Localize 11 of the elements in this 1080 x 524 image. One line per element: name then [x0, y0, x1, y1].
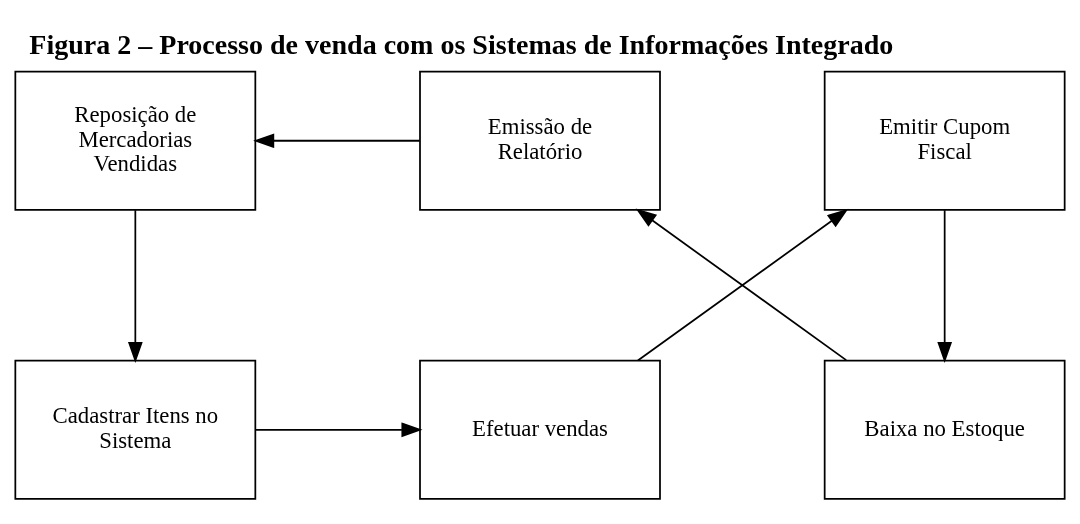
node-box: Reposição de Mercadorias Vendidas: [14, 70, 257, 211]
arrow: [253, 132, 421, 148]
node-box: Cadastrar Itens no Sistema: [14, 359, 257, 500]
arrow: [254, 421, 423, 437]
node-box: Emitir Cupom Fiscal: [823, 70, 1066, 211]
diagram-title: Figura 2 – Processo de venda com os Sistemas de Informações Integrado: [29, 28, 894, 60]
node-box: Efetuar vendas: [419, 359, 661, 500]
arrow: [937, 208, 953, 363]
arrow: [127, 208, 143, 363]
node-box: Baixa no Estoque: [823, 359, 1066, 500]
node-box: Emissão de Relatório: [419, 70, 661, 211]
